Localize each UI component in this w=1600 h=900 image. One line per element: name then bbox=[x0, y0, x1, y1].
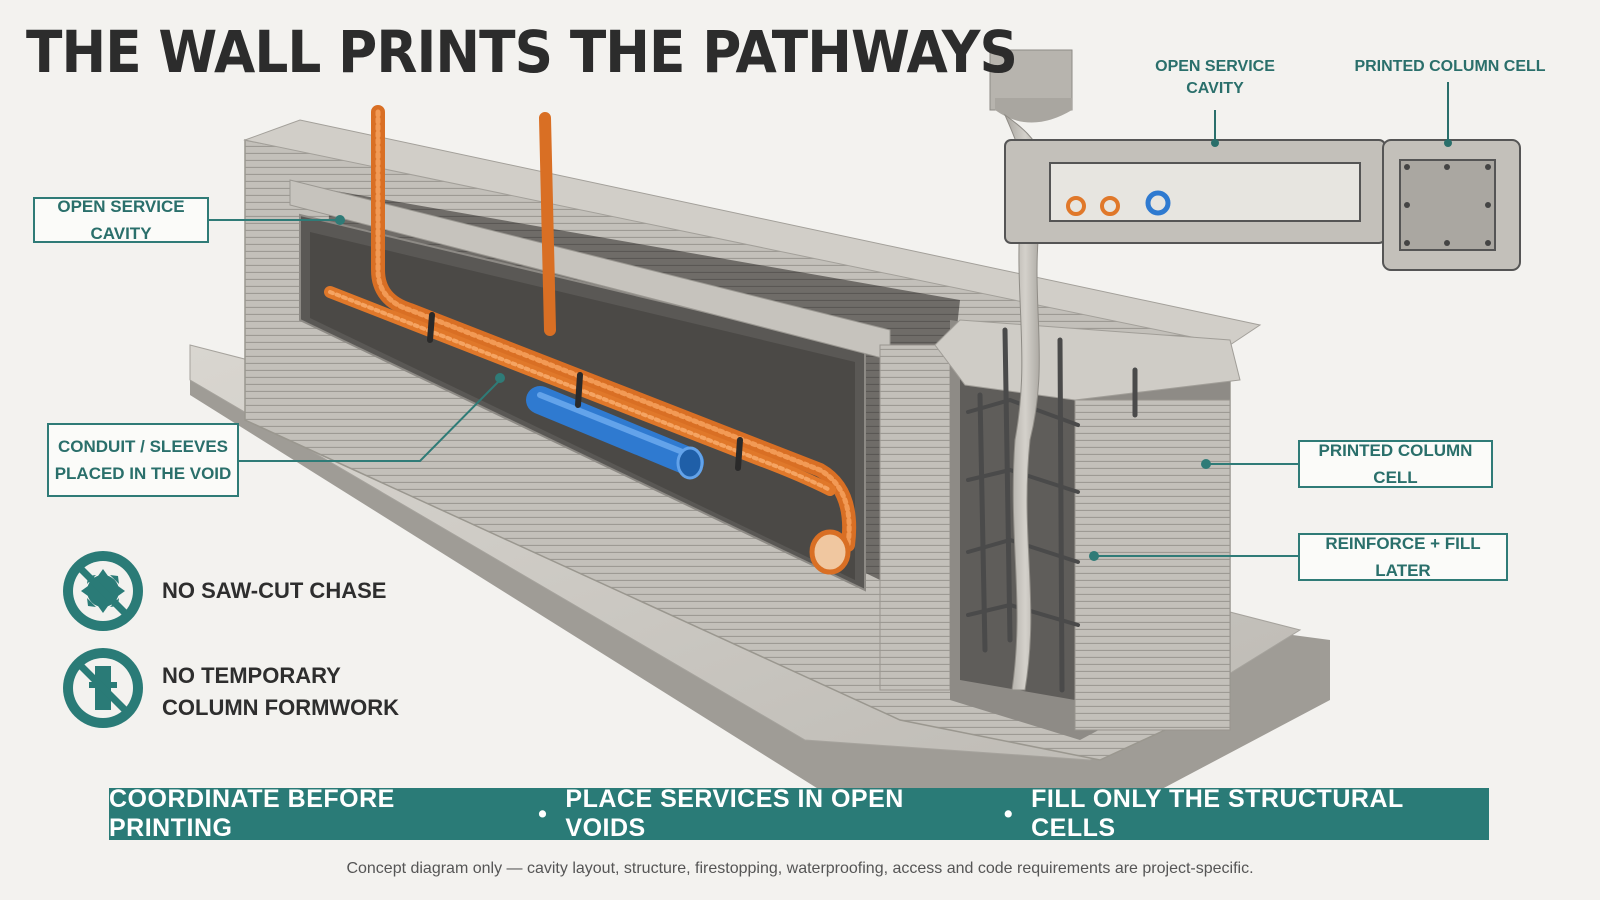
callout-label: OPEN SERVICE CAVITY bbox=[57, 197, 185, 243]
inset-label-line: PRINTED COLUMN CELL bbox=[1354, 58, 1546, 75]
summary-banner: COORDINATE BEFORE PRINTING • PLACE SERVI… bbox=[109, 785, 1489, 842]
inset-label-line: OPEN SERVICE bbox=[1155, 58, 1275, 75]
plan-inset bbox=[1004, 82, 1521, 271]
conduits bbox=[324, 105, 857, 552]
footer-disclaimer: Concept diagram only — cavity layout, st… bbox=[346, 860, 1254, 877]
inset-label-line: CAVITY bbox=[1186, 80, 1244, 97]
callout-reinforce-fill: REINFORCE + FILL LATER bbox=[1298, 533, 1508, 581]
banner-item: FILL ONLY THE STRUCTURAL CELLS bbox=[1031, 785, 1404, 842]
banner-separator: • bbox=[1003, 799, 1014, 828]
callout-label: PRINTED COLUMN CELL bbox=[1318, 441, 1473, 487]
callout-label: REINFORCE + FILL LATER bbox=[1325, 534, 1481, 580]
callout-printed-column-cell: PRINTED COLUMN CELL bbox=[1298, 440, 1493, 488]
column-cell bbox=[934, 319, 1241, 740]
note-line: NO TEMPORARY bbox=[162, 663, 341, 688]
inset-label-printed-column: PRINTED COLUMN CELL bbox=[1350, 56, 1550, 78]
pipe-end bbox=[676, 446, 704, 480]
rebar-cage bbox=[966, 327, 1138, 693]
page-title: THE WALL PRINTS THE PATHWAYS bbox=[26, 18, 1018, 86]
banner-separator: • bbox=[538, 799, 548, 828]
note-no-saw-cut: NO SAW-CUT CHASE bbox=[162, 578, 387, 603]
leader-lines bbox=[208, 219, 1300, 557]
inset-label-open-service: OPEN SERVICE CAVITY bbox=[1140, 56, 1290, 100]
callout-label: CONDUIT / SLEEVES bbox=[57, 437, 229, 456]
banner-item: COORDINATE BEFORE PRINTING bbox=[109, 785, 395, 842]
note-line: COLUMN FORMWORK bbox=[162, 695, 400, 720]
concrete-pour bbox=[989, 49, 1073, 691]
no-formwork-icon bbox=[63, 648, 143, 728]
callout-label: PLACED IN THE VOID bbox=[54, 464, 232, 483]
conduit-end bbox=[809, 529, 851, 575]
no-saw-icon bbox=[63, 551, 143, 631]
note-no-formwork: NO TEMPORARY COLUMN FORMWORK bbox=[162, 660, 399, 724]
callout-open-service-cavity: OPEN SERVICE CAVITY bbox=[33, 197, 209, 243]
banner-item: PLACE SERVICES IN OPEN VOIDS bbox=[565, 785, 904, 842]
callout-conduit-sleeves: CONDUIT / SLEEVES PLACED IN THE VOID bbox=[47, 423, 239, 497]
